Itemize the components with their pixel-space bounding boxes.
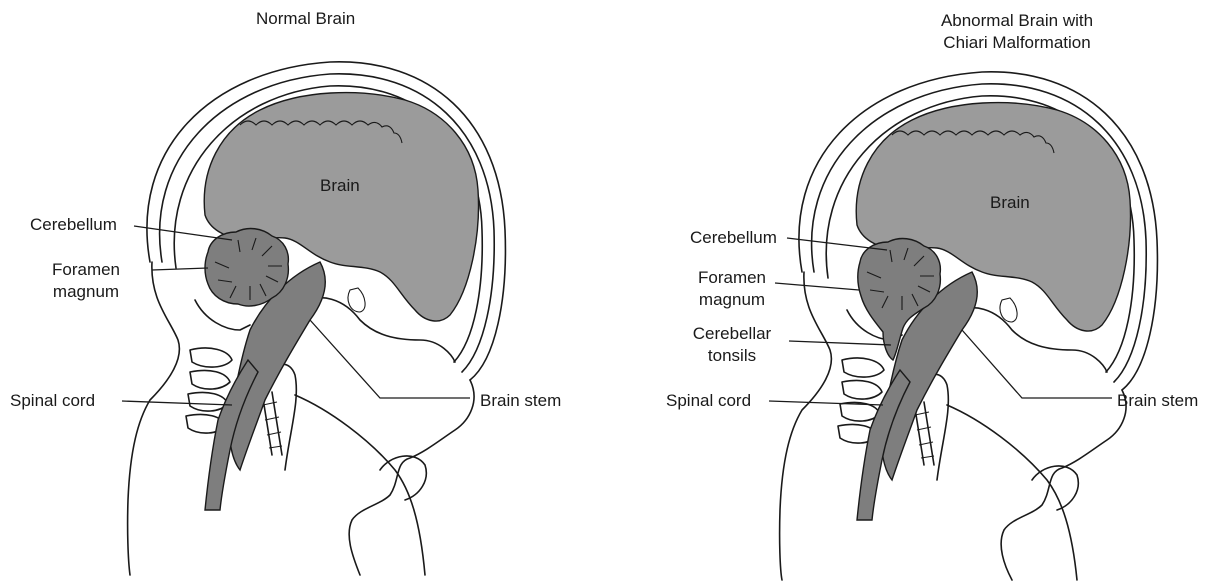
panel-title: Normal Brain <box>256 8 355 30</box>
normal-brain-panel: Normal Brain Brain Cerebellum Foramen ma… <box>0 0 607 581</box>
back-of-neck <box>780 272 832 580</box>
label-cerebellum: Cerebellum <box>30 214 117 236</box>
panel-title: Abnormal Brain with Chiari Malformation <box>917 10 1117 54</box>
vertebra-2 <box>190 370 230 389</box>
label-foramen-magnum: Foramen magnum <box>36 259 136 303</box>
jaw-line <box>295 395 425 575</box>
label-spinal-cord: Spinal cord <box>10 390 95 412</box>
vertebra-1 <box>842 358 884 377</box>
pituitary-area <box>348 288 365 312</box>
leader-foramen-magnum <box>152 268 208 270</box>
label-brain-stem: Brain stem <box>480 390 561 412</box>
label-foramen-magnum: Foramen magnum <box>682 267 782 311</box>
leader-brain-stem <box>310 320 470 398</box>
label-spinal-cord: Spinal cord <box>666 390 751 412</box>
face-profile <box>1001 390 1126 580</box>
chiari-brain-panel: Abnormal Brain with Chiari Malformation … <box>607 0 1214 581</box>
label-brain: Brain <box>320 175 360 197</box>
label-brain: Brain <box>990 192 1030 214</box>
back-of-neck <box>128 262 180 575</box>
label-cerebellum: Cerebellum <box>690 227 777 249</box>
cerebellum <box>205 229 288 306</box>
pituitary-area <box>1000 298 1017 322</box>
leader-cerebellar-tonsils <box>789 341 891 345</box>
leader-spinal-cord <box>122 401 232 405</box>
leader-foramen-magnum <box>775 283 859 290</box>
label-cerebellar-tonsils: Cerebellar tonsils <box>682 323 782 367</box>
jaw-line <box>947 405 1077 580</box>
face-profile <box>349 380 474 575</box>
leader-brain-stem <box>962 330 1112 398</box>
vertebra-1 <box>190 348 232 367</box>
vertebra-2 <box>842 380 882 399</box>
label-brain-stem: Brain stem <box>1117 390 1198 412</box>
